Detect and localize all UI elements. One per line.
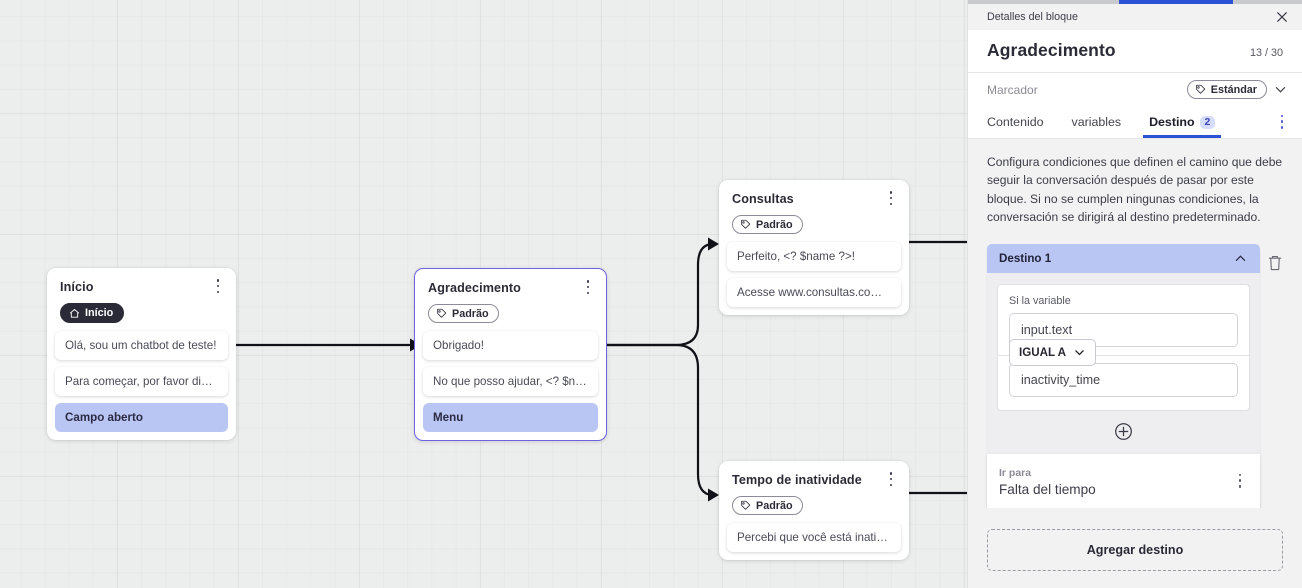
tab-badge: 2 <box>1199 115 1216 129</box>
node-menu-icon[interactable] <box>883 472 899 489</box>
tab-label: variables <box>1071 114 1122 129</box>
chevron-up-icon[interactable] <box>1233 251 1248 266</box>
node-bubble[interactable]: Campo aberto <box>55 402 228 432</box>
node-chip-inicio[interactable]: Início <box>60 303 125 323</box>
panel-top-section: Agradecimento 13 / 30 Marcador Estándar <box>968 30 1302 139</box>
tab-contenido[interactable]: Contenido <box>987 115 1044 138</box>
node-header: Início Início <box>47 268 236 324</box>
node-header: Agradecimento Padrão <box>415 269 606 324</box>
tab-destino[interactable]: Destino 2 <box>1143 114 1222 138</box>
destination-header-label: Destino 1 <box>999 251 1052 265</box>
node-title: Início <box>60 280 94 294</box>
panel-overflow-menu-icon[interactable] <box>1274 114 1290 132</box>
compare-value-input[interactable]: inactivity_time <box>1009 362 1238 397</box>
destination-row: Destino 1 Si la variable input.text IGUA… <box>987 243 1283 508</box>
operator-select[interactable]: IGUAL A <box>1009 338 1097 366</box>
node-chip-label: Padrão <box>452 307 489 320</box>
top-progress-segment <box>1119 0 1233 4</box>
node-chip-padrao[interactable]: Padrão <box>428 304 499 323</box>
node-chip-padrao[interactable]: Padrão <box>732 496 803 515</box>
marker-label: Marcador <box>987 82 1038 97</box>
operator-row: IGUAL A <box>998 336 1249 374</box>
node-title: Agradecimento <box>428 281 521 295</box>
tag-icon <box>741 219 751 229</box>
flow-node-consultas[interactable]: Consultas Padrão Perfeito, <? $name ?>! … <box>719 180 909 315</box>
condition-box: Si la variable input.text IGUAL A inacti… <box>997 283 1250 411</box>
page-title: Agradecimento <box>987 40 1116 60</box>
goto-value: Falta del tiempo <box>999 481 1096 497</box>
flow-canvas[interactable]: Início Início Olá, sou um chatbot de tes… <box>0 0 967 588</box>
node-bubble[interactable]: Olá, sou um chatbot de teste! <box>55 330 228 360</box>
node-menu-icon[interactable] <box>580 280 596 297</box>
node-bubble[interactable]: No que posso ajudar, <? $name ... <box>423 367 598 396</box>
tag-icon <box>437 308 447 318</box>
tab-label: Contenido <box>987 114 1044 129</box>
block-details-panel: Detalles del bloque Agradecimento 13 / 3… <box>967 0 1302 588</box>
home-icon <box>69 308 80 318</box>
node-chip-label: Início <box>85 307 114 319</box>
top-progress-strip <box>968 0 1302 4</box>
flow-node-inicio[interactable]: Início Início Olá, sou um chatbot de tes… <box>47 268 236 440</box>
panel-tabs: Contenido variables Destino 2 <box>968 106 1302 139</box>
panel-content: Configura condiciones que definen el cam… <box>968 139 1302 508</box>
plus-circle-icon[interactable] <box>1114 422 1133 441</box>
condition-label: Si la variable <box>1009 294 1071 307</box>
node-chip-padrao[interactable]: Padrão <box>732 215 803 234</box>
operator-label: IGUAL A <box>1019 345 1067 359</box>
node-title: Tempo de inatividade <box>732 473 862 487</box>
tag-icon <box>741 500 751 510</box>
marker-controls: Estándar <box>1186 80 1288 99</box>
add-destination-button[interactable]: Agregar destino <box>987 529 1283 571</box>
add-condition-row <box>987 411 1260 454</box>
flow-node-agradecimento[interactable]: Agradecimento Padrão Obrigado! No que po… <box>414 268 607 441</box>
destination-card: Destino 1 Si la variable input.text IGUA… <box>987 243 1260 508</box>
char-counter: 13 / 30 <box>1249 47 1283 59</box>
node-bubble[interactable]: Para começar, por favor digite o ... <box>55 366 228 396</box>
goto-text: Ir para Falta del tiempo <box>999 466 1096 499</box>
tab-variables[interactable]: variables <box>1072 115 1122 138</box>
marker-row: Marcador Estándar <box>968 73 1302 106</box>
goto-menu-icon[interactable] <box>1232 473 1248 491</box>
node-bubble[interactable]: Perfeito, <? $name ?>! <box>727 242 901 271</box>
goto-section[interactable]: Ir para Falta del tiempo <box>987 453 1260 508</box>
node-chip-label: Padrão <box>756 218 793 231</box>
close-icon[interactable] <box>1274 9 1290 25</box>
node-body: Perfeito, <? $name ?>! Acesse www.consul… <box>719 235 909 315</box>
node-header: Tempo de inatividade Padrão <box>719 461 909 516</box>
marker-chip[interactable]: Estándar <box>1186 80 1267 99</box>
panel-header-label: Detalles del bloque <box>987 11 1078 23</box>
panel-header-bar: Detalles del bloque <box>968 4 1302 30</box>
node-menu-icon[interactable] <box>210 279 226 296</box>
node-bubble[interactable]: Acesse www.consultas.com par... <box>727 278 901 307</box>
node-body: Obrigado! No que posso ajudar, <? $name … <box>415 324 606 440</box>
node-body: Olá, sou um chatbot de teste! Para começ… <box>47 324 236 440</box>
goto-label: Ir para <box>999 466 1032 479</box>
node-header: Consultas Padrão <box>719 180 909 235</box>
marker-chip-label: Estándar <box>1210 83 1257 96</box>
flow-node-tempo-inatividade[interactable]: Tempo de inatividade Padrão Percebi que … <box>719 461 909 560</box>
node-menu-icon[interactable] <box>883 191 899 208</box>
chevron-down-icon <box>1075 349 1084 355</box>
node-bubble[interactable]: Menu <box>423 403 598 432</box>
node-bubble[interactable]: Percebi que você está inativo. C... <box>727 523 901 552</box>
node-title: Consultas <box>732 192 794 206</box>
destination-description: Configura condiciones que definen el cam… <box>987 155 1283 225</box>
node-body: Percebi que você está inativo. C... <box>719 516 909 560</box>
tab-label: Destino <box>1149 114 1195 129</box>
node-chip-label: Padrão <box>756 499 793 512</box>
divider <box>998 354 1249 356</box>
panel-title-row: Agradecimento 13 / 30 <box>968 30 1302 73</box>
destination-header[interactable]: Destino 1 <box>987 243 1260 273</box>
node-bubble[interactable]: Obrigado! <box>423 331 598 360</box>
trash-icon[interactable] <box>1267 254 1283 272</box>
chevron-down-icon[interactable] <box>1273 82 1288 97</box>
tag-icon <box>1196 84 1205 94</box>
